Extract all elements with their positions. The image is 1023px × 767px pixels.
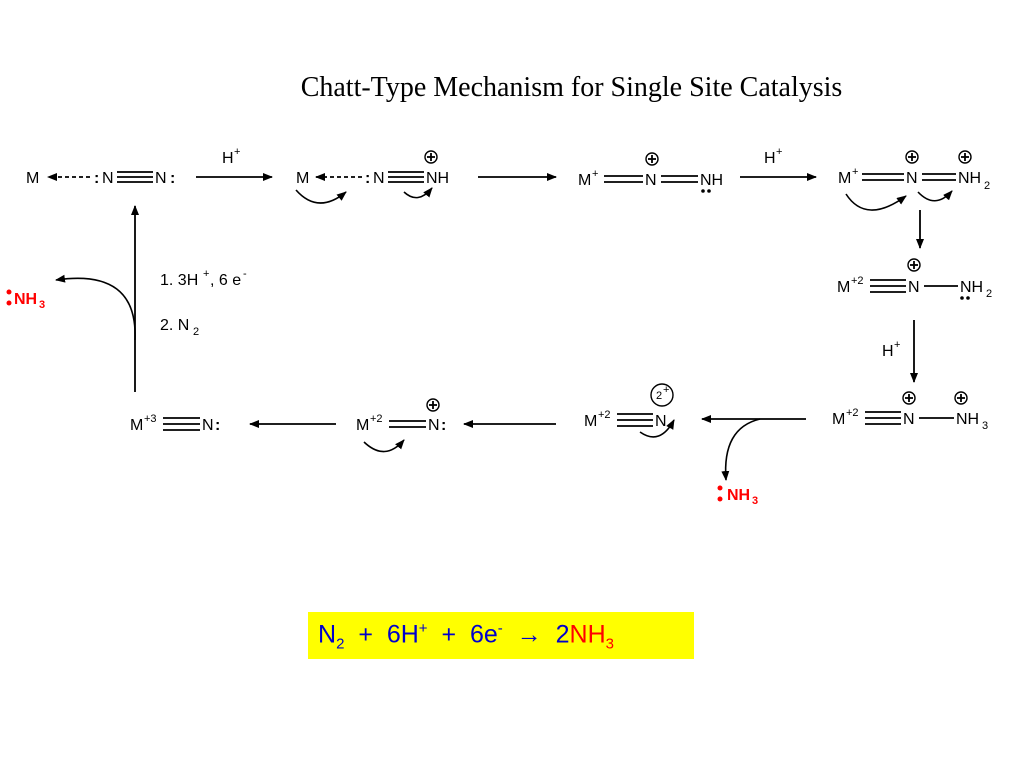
svg-text:NH: NH — [700, 172, 723, 189]
svg-text:N: N — [202, 417, 214, 434]
condition-step-2: 2. N — [160, 317, 189, 334]
svg-text:M: M — [584, 413, 597, 430]
svg-text:+: + — [663, 384, 669, 396]
species-nitrido-amine: M +2 N NH 2 — [837, 258, 992, 300]
species-diazenido: M + N NH — [578, 152, 723, 193]
reaction-arrow-h-plus: H + — [740, 146, 817, 181]
svg-text:N: N — [655, 413, 667, 430]
svg-text:2: 2 — [984, 180, 990, 192]
reaction-arrow-nh3-loss: NH 3 — [701, 415, 806, 507]
lone-pair-icon — [717, 485, 723, 491]
svg-text:3: 3 — [752, 495, 758, 507]
svg-text:3: 3 — [39, 299, 45, 311]
svg-text::: : — [170, 170, 175, 187]
svg-text:N: N — [908, 279, 920, 296]
species-m-n2: M : N N : — [26, 170, 175, 187]
svg-text:+2: +2 — [851, 275, 864, 287]
lone-pair-icon — [960, 296, 964, 300]
svg-text:M: M — [356, 417, 369, 434]
regeneration-arrow: NH 3 1. 3H + , 6 e - 2. N 2 — [6, 205, 247, 392]
svg-text:N: N — [645, 172, 657, 189]
svg-text:+3: +3 — [144, 413, 157, 425]
svg-text:+2: +2 — [846, 407, 859, 419]
svg-text:N: N — [428, 417, 440, 434]
svg-text:N: N — [373, 170, 385, 187]
svg-text:+: + — [776, 146, 782, 158]
svg-text::: : — [441, 417, 446, 434]
svg-text:+: + — [894, 339, 900, 351]
svg-text:M: M — [837, 279, 850, 296]
svg-text:H: H — [882, 343, 894, 360]
svg-text:N: N — [906, 170, 918, 187]
svg-text:M: M — [296, 170, 309, 187]
svg-text:3: 3 — [982, 420, 988, 432]
svg-text:M: M — [130, 417, 143, 434]
svg-text:, 6 e: , 6 e — [210, 272, 241, 289]
svg-text:-: - — [243, 268, 247, 280]
lone-pair-icon — [701, 189, 705, 193]
svg-text:N: N — [903, 411, 915, 428]
svg-text:NH: NH — [960, 279, 983, 296]
nitrogen-label: N — [102, 170, 114, 187]
svg-text:H: H — [222, 150, 234, 167]
ammonia-label: NH — [727, 487, 750, 504]
svg-text:NH: NH — [958, 170, 981, 187]
svg-text:2: 2 — [656, 390, 662, 402]
reaction-arrow-h-plus: H + — [196, 146, 273, 181]
svg-text:+2: +2 — [370, 413, 383, 425]
dication-charge-icon — [650, 383, 674, 407]
svg-text:+2: +2 — [598, 409, 611, 421]
svg-text:H: H — [764, 150, 776, 167]
svg-text:NH: NH — [956, 411, 979, 428]
species-nitride-dication: M +2 N 2 + — [584, 383, 675, 438]
species-metal-nitride: M +3 N : — [130, 413, 220, 434]
condition-step-1: 1. 3H — [160, 272, 198, 289]
svg-text:2: 2 — [193, 326, 199, 338]
ammonia-label: NH — [14, 291, 37, 308]
lone-pair-icon — [6, 289, 12, 295]
nitrogen-label: N — [155, 170, 167, 187]
svg-text::: : — [215, 417, 220, 434]
species-hydrazido: M + N NH 2 — [838, 150, 990, 211]
species-nitride-cation: M +2 N : — [356, 398, 446, 453]
svg-text:NH: NH — [426, 170, 449, 187]
overall-equation: N2 + 6H+ + 6e- → 2NH3 — [308, 612, 694, 659]
svg-text::: : — [365, 170, 370, 187]
reaction-arrow-h-plus: H + — [882, 320, 918, 383]
svg-text:+: + — [203, 268, 209, 280]
page-title: Chatt-Type Mechanism for Single Site Cat… — [300, 72, 843, 103]
svg-text:2: 2 — [986, 288, 992, 300]
species-nitrido-ammonium: M +2 N NH 3 — [832, 391, 988, 432]
svg-text:+: + — [852, 166, 858, 178]
svg-text:+: + — [592, 168, 598, 180]
species-m-n2h: M : N NH — [295, 150, 449, 204]
svg-text:+: + — [234, 146, 240, 158]
metal-label: M — [26, 170, 39, 187]
svg-text::: : — [94, 170, 99, 187]
svg-text:M: M — [838, 170, 851, 187]
svg-text:M: M — [578, 172, 591, 189]
svg-text:M: M — [832, 411, 845, 428]
